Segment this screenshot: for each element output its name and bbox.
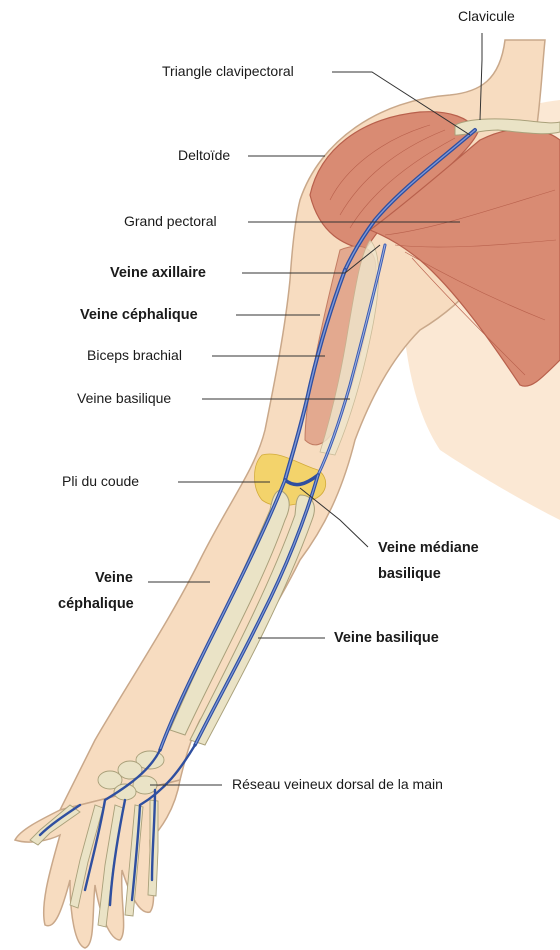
- label-veine-cephalique-arm: Veine céphalique: [80, 307, 198, 323]
- label-veine-cephalique-forearm-line2: céphalique: [58, 596, 134, 612]
- label-biceps-brachial: Biceps brachial: [87, 347, 182, 363]
- label-veine-axillaire: Veine axillaire: [110, 265, 206, 281]
- label-clavicule: Clavicule: [458, 8, 515, 24]
- label-triangle-clavipectoral: Triangle clavipectoral: [162, 63, 294, 79]
- label-veine-basilique-forearm: Veine basilique: [334, 630, 439, 646]
- label-veine-basilique-arm: Veine basilique: [77, 390, 171, 406]
- label-reseau-veineux-dorsal: Réseau veineux dorsal de la main: [232, 776, 443, 792]
- label-veine-mediane-line2: basilique: [378, 566, 441, 582]
- label-deltoide: Deltoïde: [178, 147, 230, 163]
- label-veine-cephalique-forearm-line1: Veine: [95, 570, 133, 586]
- label-veine-mediane-line1: Veine médiane: [378, 540, 479, 556]
- label-grand-pectoral: Grand pectoral: [124, 213, 217, 229]
- label-pli-du-coude: Pli du coude: [62, 473, 139, 489]
